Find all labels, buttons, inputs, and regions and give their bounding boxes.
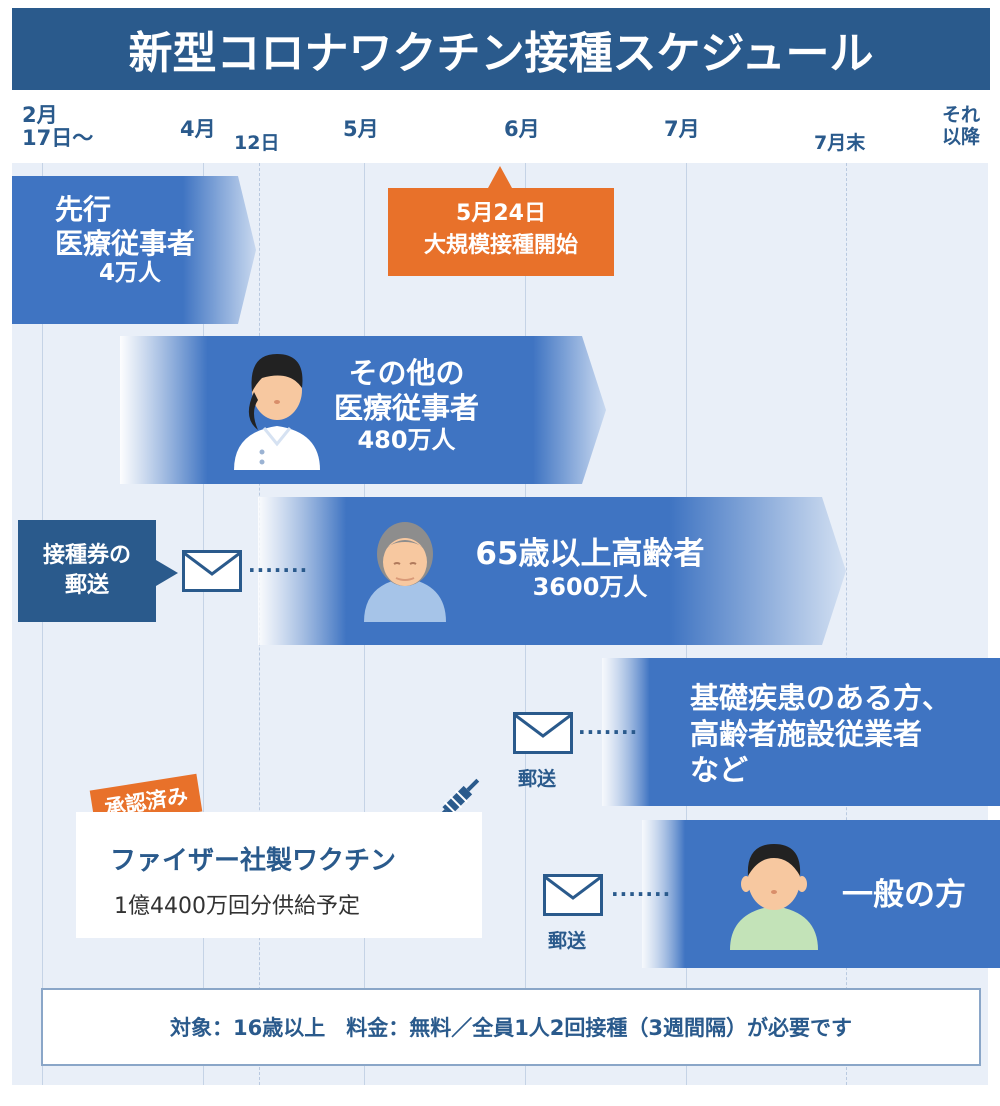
elderly-group: 65歳以上高齢者 3600万人 xyxy=(455,536,725,602)
other-medical-group: その他の 医療従事者 480万人 xyxy=(334,356,479,454)
gridline-jul-end xyxy=(846,163,847,1085)
notice-line1: 接種券の xyxy=(42,543,131,568)
month-later-line1: それ xyxy=(942,104,981,126)
envelope-icon xyxy=(182,550,242,592)
month-jul-end: 7月末 xyxy=(814,132,866,154)
band-advance xyxy=(12,176,256,324)
general-line1: 一般の方 xyxy=(842,877,966,913)
other-medical-line1: その他の xyxy=(348,356,465,390)
month-later: それ 以降 xyxy=(942,104,980,148)
elderly-person-icon xyxy=(364,522,446,622)
elderly-count: 3600万人 xyxy=(532,573,648,602)
page-title: 新型コロナワクチン接種スケジュール xyxy=(12,8,990,90)
envelope-icon-underlying xyxy=(513,712,573,754)
callout-shape xyxy=(388,166,614,276)
underlying-line1: 基礎疾患のある方、 xyxy=(690,681,952,715)
vaccine-info-box: ファイザー社製ワクチン 1億4400万回分供給予定 xyxy=(76,812,482,938)
month-jun: 6月 xyxy=(504,117,540,141)
advance-line1: 先行 xyxy=(55,193,112,226)
month-may: 5月 xyxy=(343,117,379,141)
underlying-group: 基礎疾患のある方、 高齢者施設従業者 など xyxy=(690,680,951,788)
advance-group: 先行 医療従事者 4万人 xyxy=(55,193,195,288)
nurse-icon xyxy=(234,354,320,470)
month-feb-label: 2月 xyxy=(22,103,58,127)
eligibility-footer: 対象：16歳以上 料金：無料／全員1人2回接種（3週間隔）が必要です xyxy=(41,988,981,1066)
month-jul: 7月 xyxy=(664,117,700,141)
vaccine-supply: 1億4400万回分供給予定 xyxy=(114,894,360,919)
month-later-line2: 以降 xyxy=(942,126,981,148)
month-feb-day: 17日〜 xyxy=(22,126,94,150)
month-apr: 4月 xyxy=(180,117,216,141)
notice-pointer xyxy=(156,560,178,586)
underlying-line2: 高齢者施設従業者 xyxy=(690,717,923,751)
mail-label-general: 郵送 xyxy=(548,930,587,952)
callout-date: 5月24日 xyxy=(456,201,546,226)
mail-dots: ······· xyxy=(248,558,309,582)
general-group: 一般の方 xyxy=(842,877,966,914)
gridline-apr xyxy=(203,163,204,1085)
mail-label-underlying: 郵送 xyxy=(518,768,557,790)
band-underlying xyxy=(602,658,1000,806)
advance-line2: 医療従事者 xyxy=(55,226,196,260)
month-apr-12: 12日 xyxy=(234,132,280,154)
advance-count: 4万人 xyxy=(99,260,162,287)
underlying-line3: など xyxy=(690,753,749,787)
mail-dots-underlying: ······· xyxy=(578,720,639,744)
month-feb: 2月 17日〜 xyxy=(22,104,93,150)
vaccine-title: ファイザー社製ワクチン xyxy=(110,846,397,876)
person-icon xyxy=(730,844,818,950)
voucher-mailing-notice: 接種券の 郵送 xyxy=(18,520,156,622)
band-general xyxy=(642,820,1000,968)
other-medical-line2: 医療従事者 xyxy=(334,390,480,425)
mail-dots-general: ······· xyxy=(611,882,672,906)
callout-large-scale: 5月24日 大規模接種開始 xyxy=(388,198,614,262)
gridline-feb xyxy=(42,163,43,1085)
other-medical-count: 480万人 xyxy=(357,425,456,454)
elderly-line1: 65歳以上高齢者 xyxy=(475,536,705,572)
envelope-icon-general xyxy=(543,874,603,916)
notice-line2: 郵送 xyxy=(64,573,109,598)
callout-text: 大規模接種開始 xyxy=(423,233,578,258)
